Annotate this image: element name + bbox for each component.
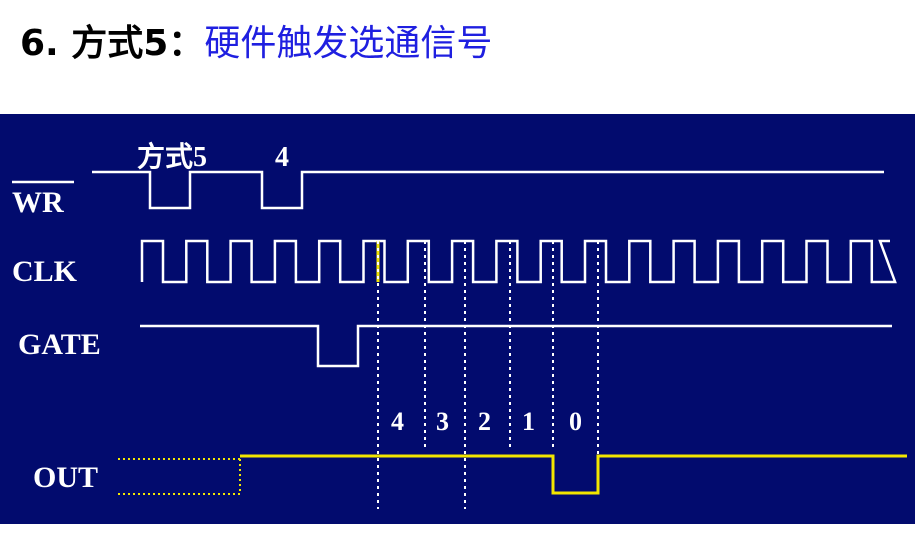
- out-waveform: [240, 454, 907, 495]
- count-1: 1: [522, 407, 535, 436]
- wr-label: WR: [12, 186, 64, 219]
- timing-diagram: WR CLK GATE OUT 方式5 4 4 3 2 1 0: [12, 140, 907, 509]
- page-title: 6. 方式5：硬件触发选通信号: [20, 14, 492, 74]
- count-4: 4: [391, 407, 404, 436]
- timing-diagram-panel: WR CLK GATE OUT 方式5 4 4 3 2 1 0: [0, 114, 915, 524]
- count-2: 2: [478, 407, 491, 436]
- count-value-annotation: 4: [275, 142, 289, 173]
- gate-label: GATE: [18, 328, 101, 361]
- guide-lines: [377, 241, 599, 509]
- out-label: OUT: [33, 461, 98, 494]
- count-0: 0: [569, 407, 582, 436]
- clk-waveform: [140, 239, 897, 284]
- title-number: 6. 方式5：: [20, 23, 205, 64]
- clk-label: CLK: [12, 255, 78, 288]
- mode-annotation: 方式5: [137, 140, 207, 173]
- title-text: 硬件触发选通信号: [204, 23, 493, 64]
- wr-waveform: [92, 170, 884, 210]
- gate-waveform: [140, 324, 892, 368]
- out-undefined-region: [118, 458, 241, 495]
- count-3: 3: [436, 407, 449, 436]
